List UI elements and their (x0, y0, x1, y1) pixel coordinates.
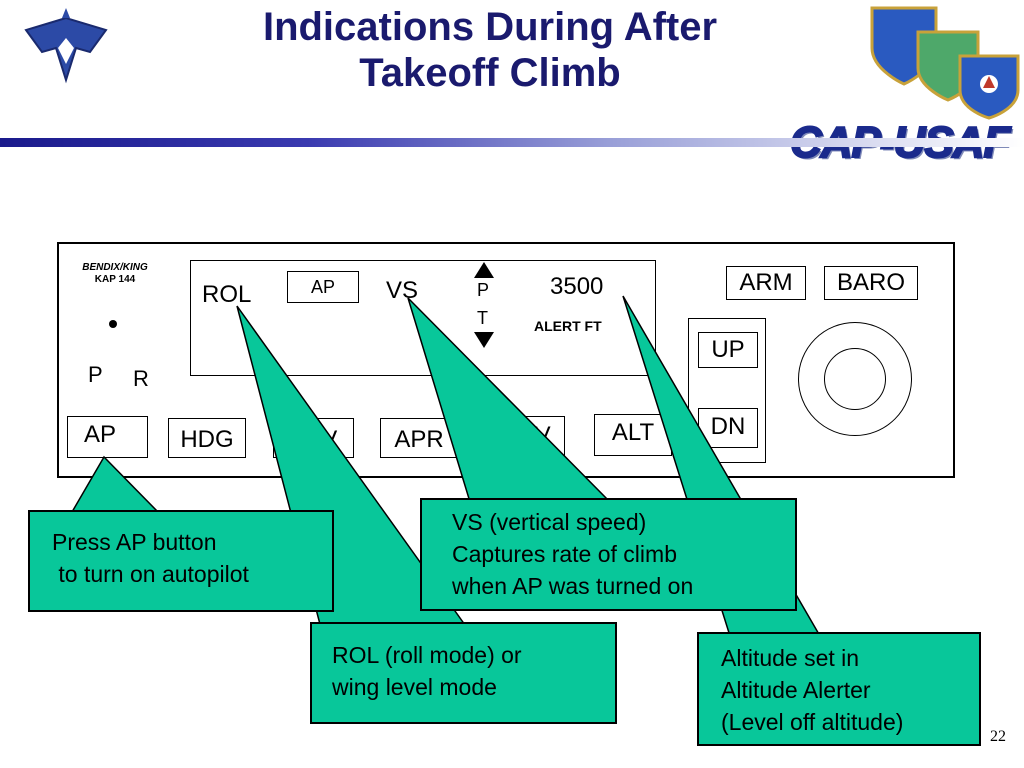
ap-button[interactable]: AP (67, 416, 148, 458)
ap-callout-line-1: Press AP button (52, 529, 217, 555)
page-number: 22 (990, 728, 1006, 745)
pitch-down-arrow-icon (474, 332, 494, 353)
brand-name: BENDIX/KING (82, 262, 148, 273)
title-line-2: Takeoff Climb (359, 51, 621, 95)
pitch-p-label: P (477, 280, 490, 300)
ap-callout-box: Press AP button to turn on autopilot (28, 510, 334, 612)
altitude-selector-frame (688, 318, 766, 463)
ap-annunciation: AP (287, 271, 359, 303)
r-label: R (133, 366, 149, 391)
header-rule (0, 138, 1024, 147)
ap-callout-line-2: to turn on autopilot (52, 561, 249, 587)
rol-callout-line-2: wing level mode (332, 674, 497, 700)
baro-button[interactable]: BARO (824, 266, 918, 300)
vs-callout-line-1: VS (vertical speed) (452, 509, 647, 535)
alt-callout-line-2: Altitude Alerter (721, 677, 871, 703)
rol-callout-line-1: ROL (roll mode) or (332, 642, 522, 668)
up-button[interactable]: UP (698, 332, 758, 368)
title-line-1: Indications During After (262, 5, 718, 49)
alt-callout-line-1: Altitude set in (721, 645, 860, 671)
vs-annunciation: VS (386, 277, 419, 304)
alt-callout-line-3: (Level off altitude) (721, 709, 904, 735)
apr-button[interactable]: APR (380, 418, 458, 458)
pitch-t-label: T (477, 308, 488, 328)
pitch-up-arrow-icon (474, 262, 494, 283)
ap-callout-pointer (70, 455, 160, 513)
arm-button[interactable]: ARM (726, 266, 806, 300)
rol-callout-box: ROL (roll mode) or wing level mode (310, 622, 617, 724)
p-label: P (88, 362, 103, 387)
rol-annunciation: ROL (202, 281, 252, 308)
model-name: KAP 144 (94, 274, 136, 285)
slide-title: Indications During After Takeoff Climb (170, 4, 810, 96)
vs-callout-pointer (407, 297, 612, 503)
altitude-knob-inner[interactable] (824, 348, 886, 410)
annunciator-display (190, 260, 656, 376)
indicator-dot (109, 320, 117, 328)
command-shields-logo (862, 2, 1022, 120)
vs-callout-box: VS (vertical speed) Captures rate of cli… (420, 498, 797, 611)
vs-callout-line-2: Captures rate of climb (452, 541, 677, 567)
alt-callout-box: Altitude set in Altitude Alerter (Level … (697, 632, 981, 746)
altitude-knob[interactable] (798, 322, 912, 436)
air-force-logo (22, 8, 110, 88)
alert-ft-label: ALERT FT (534, 318, 602, 334)
hdg-button[interactable]: HDG (168, 418, 246, 458)
altitude-readout: 3500 (550, 273, 604, 300)
panel-brand: BENDIX/KING KAP 144 (70, 262, 160, 286)
vs-callout-line-3: when AP was turned on (452, 573, 694, 599)
